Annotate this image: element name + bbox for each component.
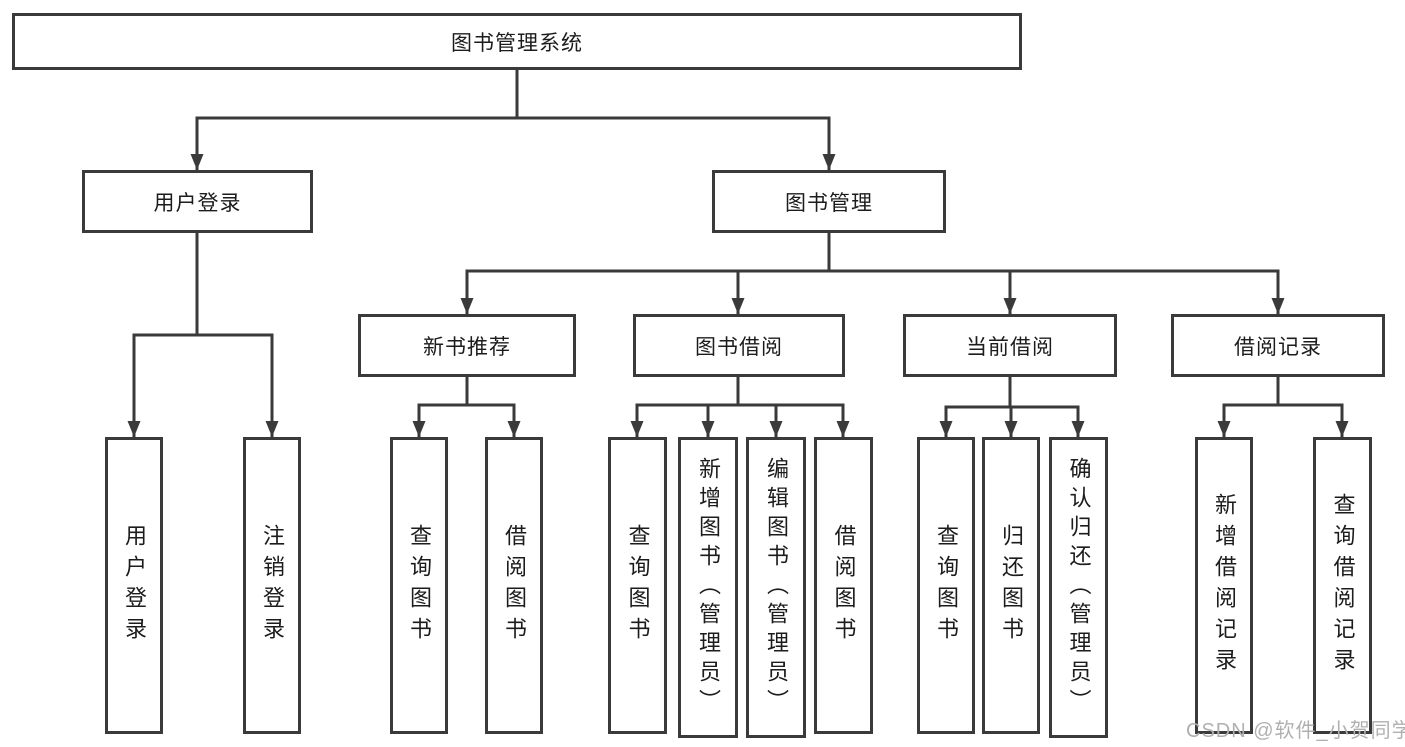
csdn-watermark: CSDN @软件_小贺同学 [1186, 720, 1405, 742]
node-new-book-recommend-label: 新书推荐 [423, 335, 511, 359]
leaf-logout-label: 注销登录 [260, 523, 285, 648]
node-new-book-recommend: 新书推荐 [358, 314, 576, 377]
leaf-add-book-admin: 新增图书（管理员） [678, 437, 738, 738]
node-user-login-label: 用户登录 [153, 191, 242, 215]
node-root: 图书管理系统 [12, 13, 1022, 70]
node-current-borrow-label: 当前借阅 [966, 335, 1054, 359]
leaf-borrow-books-label: 借阅图书 [831, 523, 857, 648]
leaf-add-book-admin-label: 新增图书（管理员） [696, 457, 721, 718]
leaf-query-borrow-record-label: 查询借阅记录 [1330, 492, 1356, 679]
node-borrow-records: 借阅记录 [1171, 314, 1385, 377]
leaf-confirm-return-admin-label: 确认归还（管理员） [1066, 457, 1092, 718]
node-current-borrow: 当前借阅 [903, 314, 1117, 377]
leaf-borrow-books-recommend: 借阅图书 [485, 437, 543, 734]
leaf-add-borrow-record: 新增借阅记录 [1195, 437, 1253, 734]
node-borrow-records-label: 借阅记录 [1234, 335, 1322, 359]
leaf-user-login-label: 用户登录 [122, 523, 147, 648]
leaf-query-books-borrow: 查询图书 [608, 437, 667, 734]
leaf-query-books-recommend: 查询图书 [390, 437, 448, 734]
connector-trunks [132, 70, 1344, 409]
node-root-label: 图书管理系统 [451, 31, 583, 55]
leaf-user-login: 用户登录 [105, 437, 163, 734]
leaf-query-books-current-label: 查询图书 [934, 523, 959, 648]
leaf-borrow-books: 借阅图书 [814, 437, 873, 734]
leaf-add-borrow-record-label: 新增借阅记录 [1212, 492, 1237, 679]
leaf-edit-book-admin: 编辑图书（管理员） [746, 437, 806, 738]
leaf-return-book: 归还图书 [982, 437, 1040, 734]
leaf-edit-book-admin-label: 编辑图书（管理员） [764, 457, 789, 718]
leaf-confirm-return-admin: 确认归还（管理员） [1049, 437, 1108, 738]
node-book-borrow-label: 图书借阅 [695, 335, 783, 359]
node-user-login: 用户登录 [82, 170, 313, 233]
leaf-borrow-books-recommend-label: 借阅图书 [502, 523, 527, 648]
leaf-query-borrow-record: 查询借阅记录 [1313, 437, 1372, 734]
leaf-query-books-borrow-label: 查询图书 [625, 523, 651, 648]
node-book-borrow: 图书借阅 [633, 314, 845, 377]
leaf-return-book-label: 归还图书 [999, 523, 1024, 648]
leaf-query-books-current: 查询图书 [917, 437, 975, 734]
leaf-logout: 注销登录 [243, 437, 301, 734]
node-book-management: 图书管理 [712, 170, 946, 233]
leaf-query-books-recommend-label: 查询图书 [407, 523, 432, 648]
node-book-management-label: 图书管理 [785, 191, 873, 215]
